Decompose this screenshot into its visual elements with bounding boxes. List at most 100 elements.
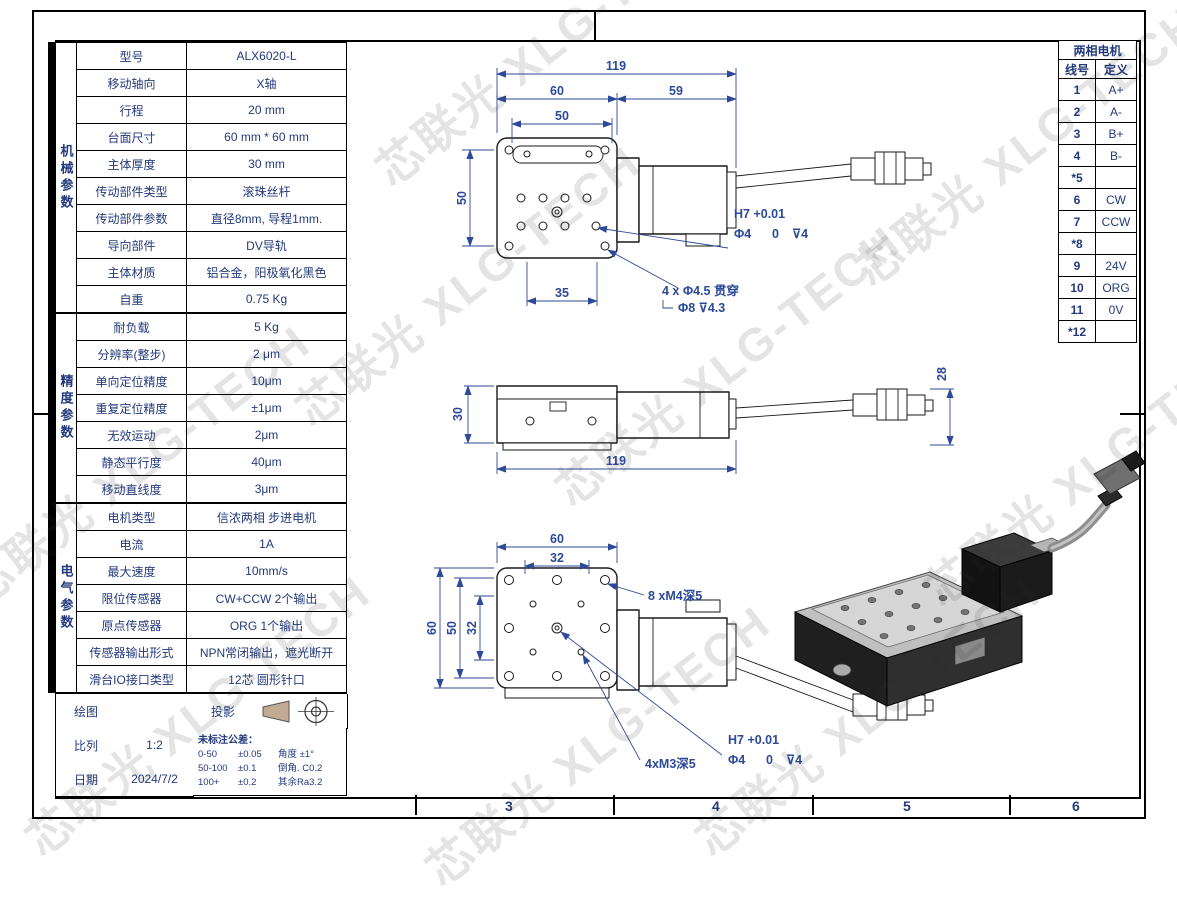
spec-value: 1A <box>187 531 347 558</box>
scale-label: 比列 <box>56 728 117 763</box>
center-mark <box>32 413 55 415</box>
spec-label: 移动轴向 <box>77 70 187 97</box>
spec-label: 型号 <box>77 43 187 70</box>
spec-value: CW+CCW 2个输出 <box>187 585 347 612</box>
tol-extra: 倒角. C0.2 <box>278 763 323 774</box>
zone-tick <box>613 795 615 815</box>
top-view-drawing: 119 60 59 50 50 35 H7 +0.01 Φ4 0 ⊽4 4 x … <box>455 59 932 315</box>
dim-connector-height: 28 <box>935 367 949 381</box>
spec-label: 滑台IO接口类型 <box>77 666 187 693</box>
tolerance-block: 未标注公差： 0-50 ±0.05 角度 ±1° 50-100 ±0.1 倒角.… <box>193 728 347 796</box>
spec-value: NPN常闭输出，遮光断开 <box>187 639 347 666</box>
spec-label: 导向部件 <box>77 232 187 259</box>
projection-symbol-cell <box>253 694 348 729</box>
zone-number: 5 <box>903 798 911 814</box>
spec-label: 无效运动 <box>77 422 187 449</box>
tol-value: ±0.05 <box>238 749 262 760</box>
wire-num-header: 线号 <box>1059 60 1096 79</box>
callout-m3-holes: 4xM3深5 <box>645 756 696 771</box>
tol-extra: 其余Ra3.2 <box>278 777 323 788</box>
wire-def <box>1096 167 1137 189</box>
wire-num: 4 <box>1059 145 1096 167</box>
spec-label: 限位传感器 <box>77 585 187 612</box>
dim-bottom-height: 60 <box>425 621 439 635</box>
callout-dia4-lower-tol: 0 <box>772 227 779 241</box>
spec-label: 电流 <box>77 531 187 558</box>
spec-label: 分辨率(整步) <box>77 341 187 368</box>
dim-bottom-pitch32: 32 <box>465 621 479 635</box>
dim-bottom-pitch50: 50 <box>445 621 459 635</box>
side-view-drawing: 30 28 119 <box>451 367 954 474</box>
wire-def: ORG <box>1096 277 1137 299</box>
section-title: 机械参数 <box>56 43 77 313</box>
wire-num: 11 <box>1059 299 1096 321</box>
stage-3d-render <box>793 450 1146 707</box>
spec-value: X轴 <box>187 70 347 97</box>
spec-value: 3μm <box>187 476 347 503</box>
tol-range: 100+ <box>198 777 220 788</box>
spec-value: 40μm <box>187 449 347 476</box>
motor-table-title: 两相电机 <box>1059 41 1137 60</box>
tolerance-title: 未标注公差： <box>198 735 258 746</box>
callout-dia4: Φ4 <box>734 227 751 241</box>
zone-tick <box>812 795 814 815</box>
date-label: 日期 <box>56 762 117 797</box>
bottom-view-drawing: 60 32 60 50 32 8 xM4深5 4xM3深5 H7 +0.01 Φ… <box>425 532 934 771</box>
third-angle-projection-icon <box>262 697 334 726</box>
zone-tick <box>415 795 417 815</box>
wire-num: 10 <box>1059 277 1096 299</box>
scale-value: 1:2 <box>116 728 194 763</box>
spec-label: 静态平行度 <box>77 449 187 476</box>
wire-def: 0V <box>1096 299 1137 321</box>
spec-value: ORG 1个输出 <box>187 612 347 639</box>
spec-label: 耐负载 <box>77 314 187 341</box>
callout-counterbore: Φ8 ⊽4.3 <box>678 301 725 315</box>
tol-range: 0-50 <box>198 749 218 760</box>
wire-def: 24V <box>1096 255 1137 277</box>
spec-label: 原点传感器 <box>77 612 187 639</box>
spec-value: ±1μm <box>187 395 347 422</box>
spec-value: 12芯 圆形针口 <box>187 666 347 693</box>
dim-overall-length-side: 119 <box>606 454 626 468</box>
spec-value: ALX6020-L <box>187 43 347 70</box>
binding-bar <box>48 42 55 693</box>
dim-body-height: 30 <box>451 407 465 421</box>
spec-label: 传动部件类型 <box>77 178 187 205</box>
spec-label: 自重 <box>77 286 187 313</box>
spec-label: 主体厚度 <box>77 151 187 178</box>
spec-label: 重复定位精度 <box>77 395 187 422</box>
title-block: 绘图 投影 比列 1:2 日期 2024/7/2 未标注公差： 0-50 ±0.… <box>55 693 348 797</box>
spec-label: 传动部件参数 <box>77 205 187 232</box>
spec-label: 行程 <box>77 97 187 124</box>
draw-signature-cell <box>116 694 194 729</box>
spec-value: 5 Kg <box>187 314 347 341</box>
spec-value: 60 mm * 60 mm <box>187 124 347 151</box>
spec-value: 10mm/s <box>187 558 347 585</box>
spec-value: 20 mm <box>187 97 347 124</box>
wire-def: B+ <box>1096 123 1137 145</box>
dim-slot-width: 50 <box>555 109 569 123</box>
section-title: 电气参数 <box>56 504 77 693</box>
wire-def-header: 定义 <box>1096 60 1137 79</box>
wire-def <box>1096 233 1137 255</box>
wire-num: 6 <box>1059 189 1096 211</box>
spec-label: 传感器输出形式 <box>77 639 187 666</box>
spec-value: 直径8mm, 导程1mm. <box>187 205 347 232</box>
wire-num: *12 <box>1059 321 1096 343</box>
wire-num: 7 <box>1059 211 1096 233</box>
wire-num: 3 <box>1059 123 1096 145</box>
wire-def <box>1096 321 1137 343</box>
wire-num: 2 <box>1059 101 1096 123</box>
wire-num: *5 <box>1059 167 1096 189</box>
zone-number: 4 <box>712 798 720 814</box>
dim-hole-pitch-v: 50 <box>455 191 469 205</box>
dim-motor-length: 59 <box>669 84 683 98</box>
spec-value: 信浓两相 步进电机 <box>187 504 347 531</box>
spec-value: DV导轨 <box>187 232 347 259</box>
zone-number: 6 <box>1072 798 1080 814</box>
section-title: 精度参数 <box>56 314 77 503</box>
